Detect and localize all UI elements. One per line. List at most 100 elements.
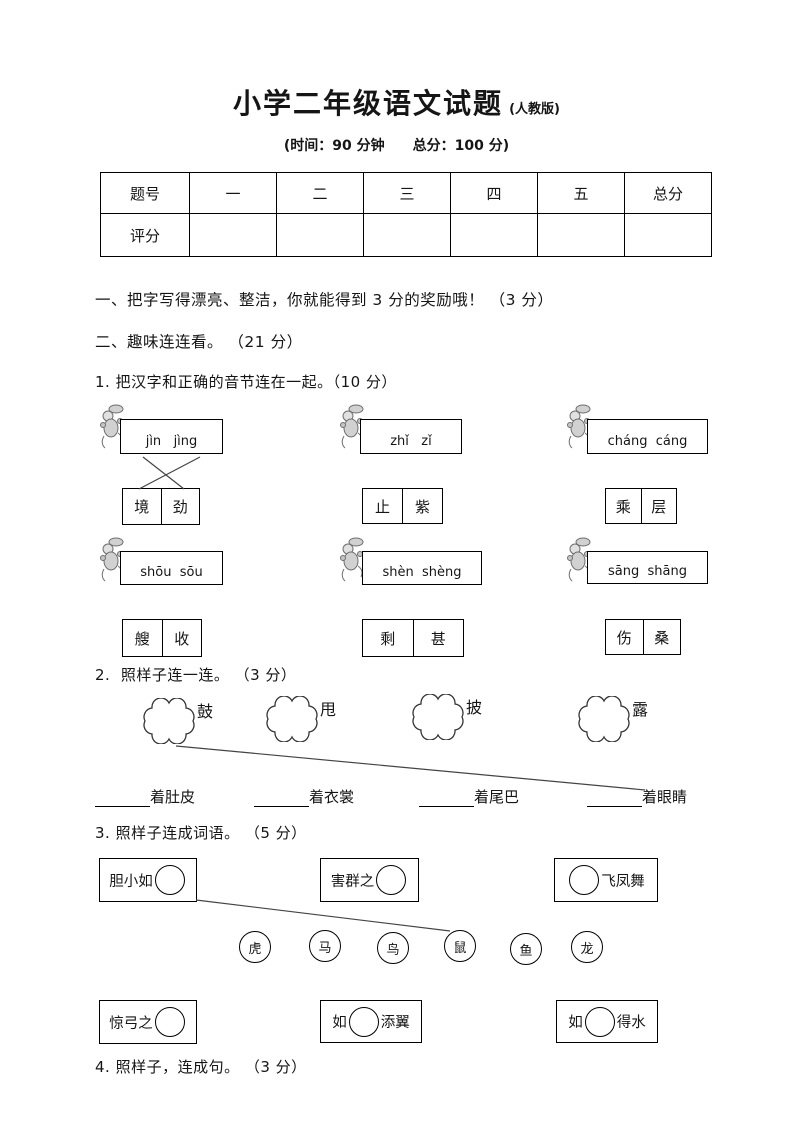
section-two-heading: 二、趣味连连看。 （21 分） [95,333,303,351]
exercise2-prompt: 2. 照样子连一连。 （3 分） [95,666,297,684]
phrase-item: 着肚皮 [95,786,195,807]
character-cell: 艘 [123,620,163,656]
character-cell: 境 [123,489,162,524]
phrase-text: 着肚皮 [150,788,196,806]
character-box: 乘 层 [605,488,677,524]
idiom-text-before: 如 [332,1015,347,1031]
animal-option: 马 [309,930,341,962]
idiom-text-after: 得水 [616,1015,646,1031]
character-box: 伤 桑 [605,619,681,655]
cloud-word: 披 [466,698,483,717]
score-cell-empty [189,213,277,257]
animal-option: 鱼 [510,933,542,965]
character-cell: 乘 [606,489,642,523]
idiom-box: 胆小如 [99,858,197,902]
phrase-text: 着衣裳 [309,788,355,806]
idiom-box: 惊弓之 [99,1000,197,1044]
idiom-box: 飞凤舞 [554,858,658,902]
answer-circle [348,1006,379,1037]
idiom-text-before: 胆小如 [109,873,153,890]
example-idiom-line [195,899,451,932]
answer-blank [254,789,309,807]
pinyin-box: zhǐ zǐ [360,419,462,454]
character-box: 境 劲 [122,488,200,525]
score-header-cell: 题号 [100,172,190,214]
character-cell: 甚 [430,629,446,648]
idiom-text-after: 添翼 [380,1015,410,1031]
idiom-box: 如 添翼 [320,1000,422,1043]
answer-circle [154,1007,185,1037]
answer-circle [154,865,185,895]
time-score-subtitle: (时间：90 分钟 总分：100 分) [283,138,510,154]
answer-circle [569,865,600,895]
score-header-cell: 四 [450,172,538,214]
character-cell: 伤 [606,620,644,654]
score-cell-empty [537,213,625,257]
pinyin-box: cháng cáng [587,419,708,454]
answer-blank [95,789,150,807]
answer-circle [376,865,407,895]
cloud-word: 露 [632,700,649,719]
score-cell-empty [363,213,451,257]
character-cell: 劲 [172,498,188,516]
character-cell: 剩 [363,620,414,656]
answer-blank [587,789,642,807]
phrase-item: 着衣裳 [254,786,354,807]
character-box: 剩 甚 [362,619,464,657]
character-cell: 层 [651,497,667,516]
score-header-cell: 五 [537,172,625,214]
score-header-cell: 三 [363,172,451,214]
answer-blank [419,789,474,807]
phrase-text: 着眼睛 [642,788,688,806]
score-table-value-row: 评分 [100,213,712,257]
character-cell: 桑 [654,628,670,647]
idiom-text-after: 飞凤舞 [601,873,645,890]
animal-option: 鸟 [377,932,409,964]
phrase-item: 着尾巴 [419,786,519,807]
phrase-item: 着眼睛 [587,786,687,807]
score-row-label: 评分 [100,213,190,257]
monkey-clipart-icon [100,537,124,582]
score-cell-empty [450,213,538,257]
cloud-word: 甩 [320,700,337,719]
score-header-cell: 一 [189,172,277,214]
score-table-header-row: 题号 一 二 三 四 五 总分 [100,172,712,214]
idiom-box: 害群之 [320,858,419,902]
animal-option: 鼠 [444,930,476,962]
pinyin-box: jìn jìng [120,419,223,454]
animal-option: 龙 [571,931,603,963]
monkey-clipart-icon [340,404,364,449]
phrase-text: 着尾巴 [474,788,520,806]
character-cell: 收 [174,629,190,648]
idiom-text-before: 害群之 [330,873,375,890]
pinyin-box: shōu sōu [120,551,223,585]
answer-circle [584,1006,615,1037]
character-box: 艘 收 [122,619,202,657]
character-cell: 紫 [414,497,430,516]
score-header-cell: 总分 [624,172,712,214]
exercise3-prompt: 3. 照样子连成词语。 （5 分） [95,824,307,842]
idiom-text-before: 如 [568,1015,583,1031]
pinyin-box: sāng shāng [587,551,708,584]
cloud-bubble: 披 [410,693,482,744]
cloud-bubble: 鼓 [141,697,213,748]
score-table: 题号 一 二 三 四 五 总分 评分 [100,172,712,257]
section-one-heading: 一、把字写得漂亮、整洁，你就能得到 3 分的奖励哦！ （3 分） [95,291,554,309]
idiom-text-before: 惊弓之 [109,1015,153,1032]
exercise1-prompt: 1. 把汉字和正确的音节连在一起。（10 分） [95,373,397,391]
example-cross-line [138,456,201,490]
animal-option: 虎 [239,931,271,963]
title-text: 小学二年级语文试题 [233,87,504,120]
score-header-cell: 二 [276,172,364,214]
example-cross-line [142,456,185,490]
exercise4-prompt: 4. 照样子，连成句。 （3 分） [95,1058,307,1076]
pinyin-box: shèn shèng [362,551,482,585]
example-match-line [175,745,646,791]
cloud-bubble: 甩 [264,695,336,746]
idiom-box: 如 得水 [556,1000,658,1043]
score-cell-empty [276,213,364,257]
edition-label: (人教版) [509,102,560,117]
monkey-clipart-icon [100,404,124,449]
score-cell-empty [624,213,712,257]
